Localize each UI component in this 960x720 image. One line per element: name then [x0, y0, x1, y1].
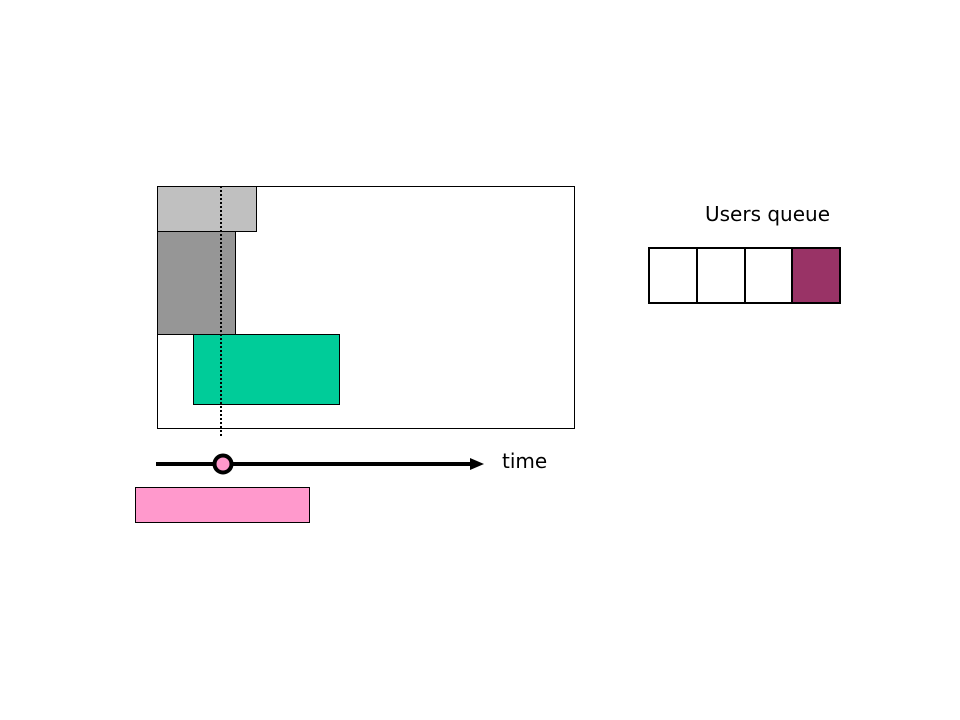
queue-slot — [650, 249, 698, 302]
job-block-light-gray — [157, 186, 257, 232]
pending-job-block — [135, 487, 310, 523]
time-axis-label: time — [502, 449, 548, 473]
users-queue — [648, 247, 841, 304]
time-axis — [156, 453, 484, 475]
users-queue-title: Users queue — [705, 202, 831, 226]
queue-slot — [745, 249, 794, 302]
job-block-dark-gray — [157, 231, 236, 335]
circle-marker-icon — [212, 453, 234, 475]
queue-slot — [793, 249, 839, 302]
job-block-green — [193, 334, 340, 405]
queue-slot — [697, 249, 746, 302]
current-time-line — [220, 186, 222, 436]
arrow-right-icon — [470, 458, 484, 470]
